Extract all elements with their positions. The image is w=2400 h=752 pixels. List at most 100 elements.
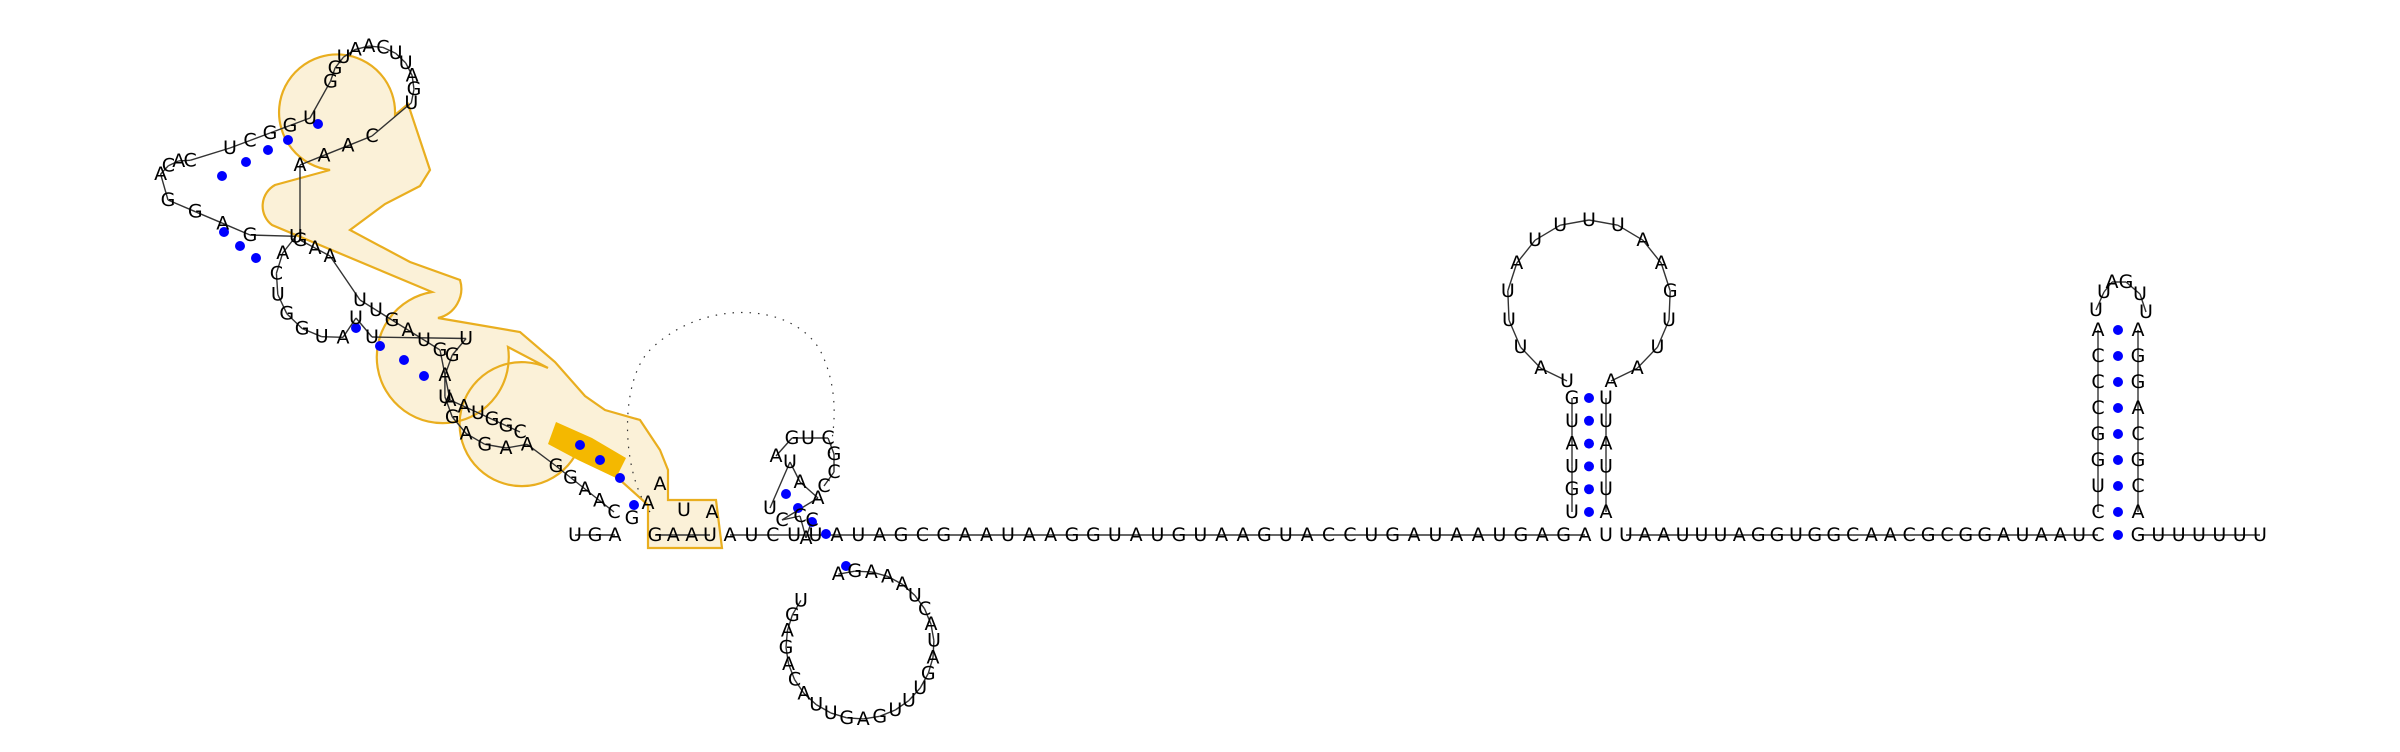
hp1-loop-nt: U — [1611, 214, 1625, 236]
hp2-stem-right-nt: G — [2131, 449, 2146, 471]
linker1-nt: C — [766, 524, 779, 546]
arm1-nt: U — [438, 386, 452, 408]
linker2-nt: A — [2035, 524, 2048, 546]
arm2-hairpin-backbone — [823, 471, 835, 487]
arm1-junction-nt: A — [685, 524, 698, 546]
arm2-loop-backbone — [894, 699, 910, 711]
arm2-stem-nt: A — [812, 487, 825, 509]
arm1-nt: U — [315, 326, 329, 348]
arm1-nt: A — [444, 389, 457, 411]
hp1-loop-nt: A — [1636, 229, 1649, 251]
arm2-loop-backbone — [830, 712, 847, 719]
linker1-nt: A — [830, 524, 843, 546]
linker2-nt: A — [1884, 524, 1897, 546]
arm1-nt: A — [406, 64, 419, 86]
linker1-nt: A — [1472, 524, 1485, 546]
arm1-base-pair — [375, 341, 385, 351]
arm2-stem-nt: C — [775, 509, 788, 531]
arm1-backbone — [463, 405, 479, 414]
arm2-stem-backbone — [769, 461, 791, 509]
arm2-loop-backbone — [919, 673, 929, 689]
linker1-nt: G — [1385, 524, 1400, 546]
arm2-hairpin-nt: C — [821, 427, 834, 449]
arm2-loop-backbone — [863, 715, 880, 720]
arm1-backbone — [277, 294, 288, 314]
arm2-loop-backbone — [879, 709, 896, 717]
hp2-stem-right-nt: G — [2131, 371, 2146, 393]
arm2-stem-nt: U — [783, 451, 797, 473]
arm1-backbone — [451, 338, 467, 356]
arm1-nt: C — [365, 125, 378, 147]
arm2-loop-nt: A — [896, 573, 909, 595]
arm2-loop-nt: G — [785, 604, 800, 626]
linker1-nt: A — [1301, 524, 1314, 546]
arm1-nt: G — [188, 201, 203, 223]
arm1-backbone — [229, 139, 251, 149]
arm2-loop-backbone — [815, 703, 832, 714]
arm2-loop-nt: A — [881, 565, 894, 587]
arm1-nt: U — [399, 52, 413, 74]
arm1-nt: G — [445, 344, 460, 366]
arm1-nt: A — [276, 242, 289, 264]
hp1-stem-right-nt: U — [1599, 387, 1613, 409]
hp2-stem-left-nt: G — [2091, 423, 2106, 445]
hp1-base-pair — [1584, 415, 1594, 426]
hp1-loop-backbone — [1642, 239, 1662, 264]
arm2-loop-backbone — [846, 717, 864, 720]
arm1-nt: C — [607, 501, 620, 523]
hp1-loop-backbone — [1656, 319, 1670, 348]
arm2-loop-backbone — [930, 624, 935, 641]
arm2-loop-nt: G — [839, 707, 854, 729]
hp1-loop-backbone — [1519, 346, 1542, 369]
hp2-stem-right-nt: C — [2131, 423, 2144, 445]
linker2-nt: G — [1770, 524, 1785, 546]
hp1-loop-backbone — [1588, 219, 1618, 226]
arm1-nt: G — [385, 309, 400, 331]
arm1-nt: A — [402, 319, 415, 341]
arm1-junction-nt: U — [677, 499, 691, 521]
arm1-nt: A — [172, 150, 185, 172]
hp1-loop-nt: U — [1502, 309, 1516, 331]
tail-nt: U — [2192, 524, 2206, 546]
arm2-loop-nt: G — [921, 662, 936, 684]
arm2-loop-nt: A — [781, 620, 794, 642]
hp1-base-pair — [1584, 484, 1594, 495]
arm1-nt: A — [521, 433, 534, 455]
linker2-nt: U — [2016, 524, 2030, 546]
linker2-nt: U — [1676, 524, 1690, 546]
arm1-5prime-nt: U — [568, 524, 582, 546]
arm1-nt: G — [433, 339, 448, 361]
hp2-base-pair — [2113, 403, 2123, 413]
hp1-closing-nt: U — [1599, 524, 1613, 546]
hp1-loop-nt: U — [1553, 214, 1567, 236]
linker2-nt: U — [2072, 524, 2086, 546]
arm2-base-pair — [807, 517, 817, 527]
arm1-backbone — [178, 159, 191, 162]
hp2-loop-backbone — [2139, 293, 2147, 313]
tail-nt: U — [2253, 524, 2267, 546]
arm1-backbone — [599, 499, 615, 513]
arm2-loop-backbone — [791, 600, 802, 616]
hp2-stem-left-nt: C — [2091, 371, 2104, 393]
arm1-nt: U — [303, 107, 317, 129]
arm2-stem-backbone — [789, 461, 801, 483]
linker1-nt: U — [1279, 524, 1293, 546]
linker2-nt: C — [1903, 524, 1916, 546]
linker2-nt: U — [1789, 524, 1803, 546]
linker1-nt: A — [1044, 524, 1057, 546]
arm1-nt: A — [438, 364, 451, 386]
hp2-stem-left-nt: G — [2091, 449, 2106, 471]
arm1-nt: C — [513, 421, 526, 443]
arm1-junction-nt: G — [648, 524, 663, 546]
arm1-backbone — [570, 476, 586, 490]
arm1-nt: C — [376, 36, 389, 58]
arm1-backbone — [465, 432, 486, 445]
hp2-stem-right-nt: A — [2132, 397, 2145, 419]
arm1-nt: U — [349, 307, 363, 329]
hp2-loop-nt: A — [2106, 271, 2119, 293]
arm1-backbone — [309, 80, 332, 119]
arm1-5prime-nt: A — [609, 524, 622, 546]
arm1-backbone — [249, 234, 296, 237]
highlighted-domain-outline — [261, 53, 724, 550]
